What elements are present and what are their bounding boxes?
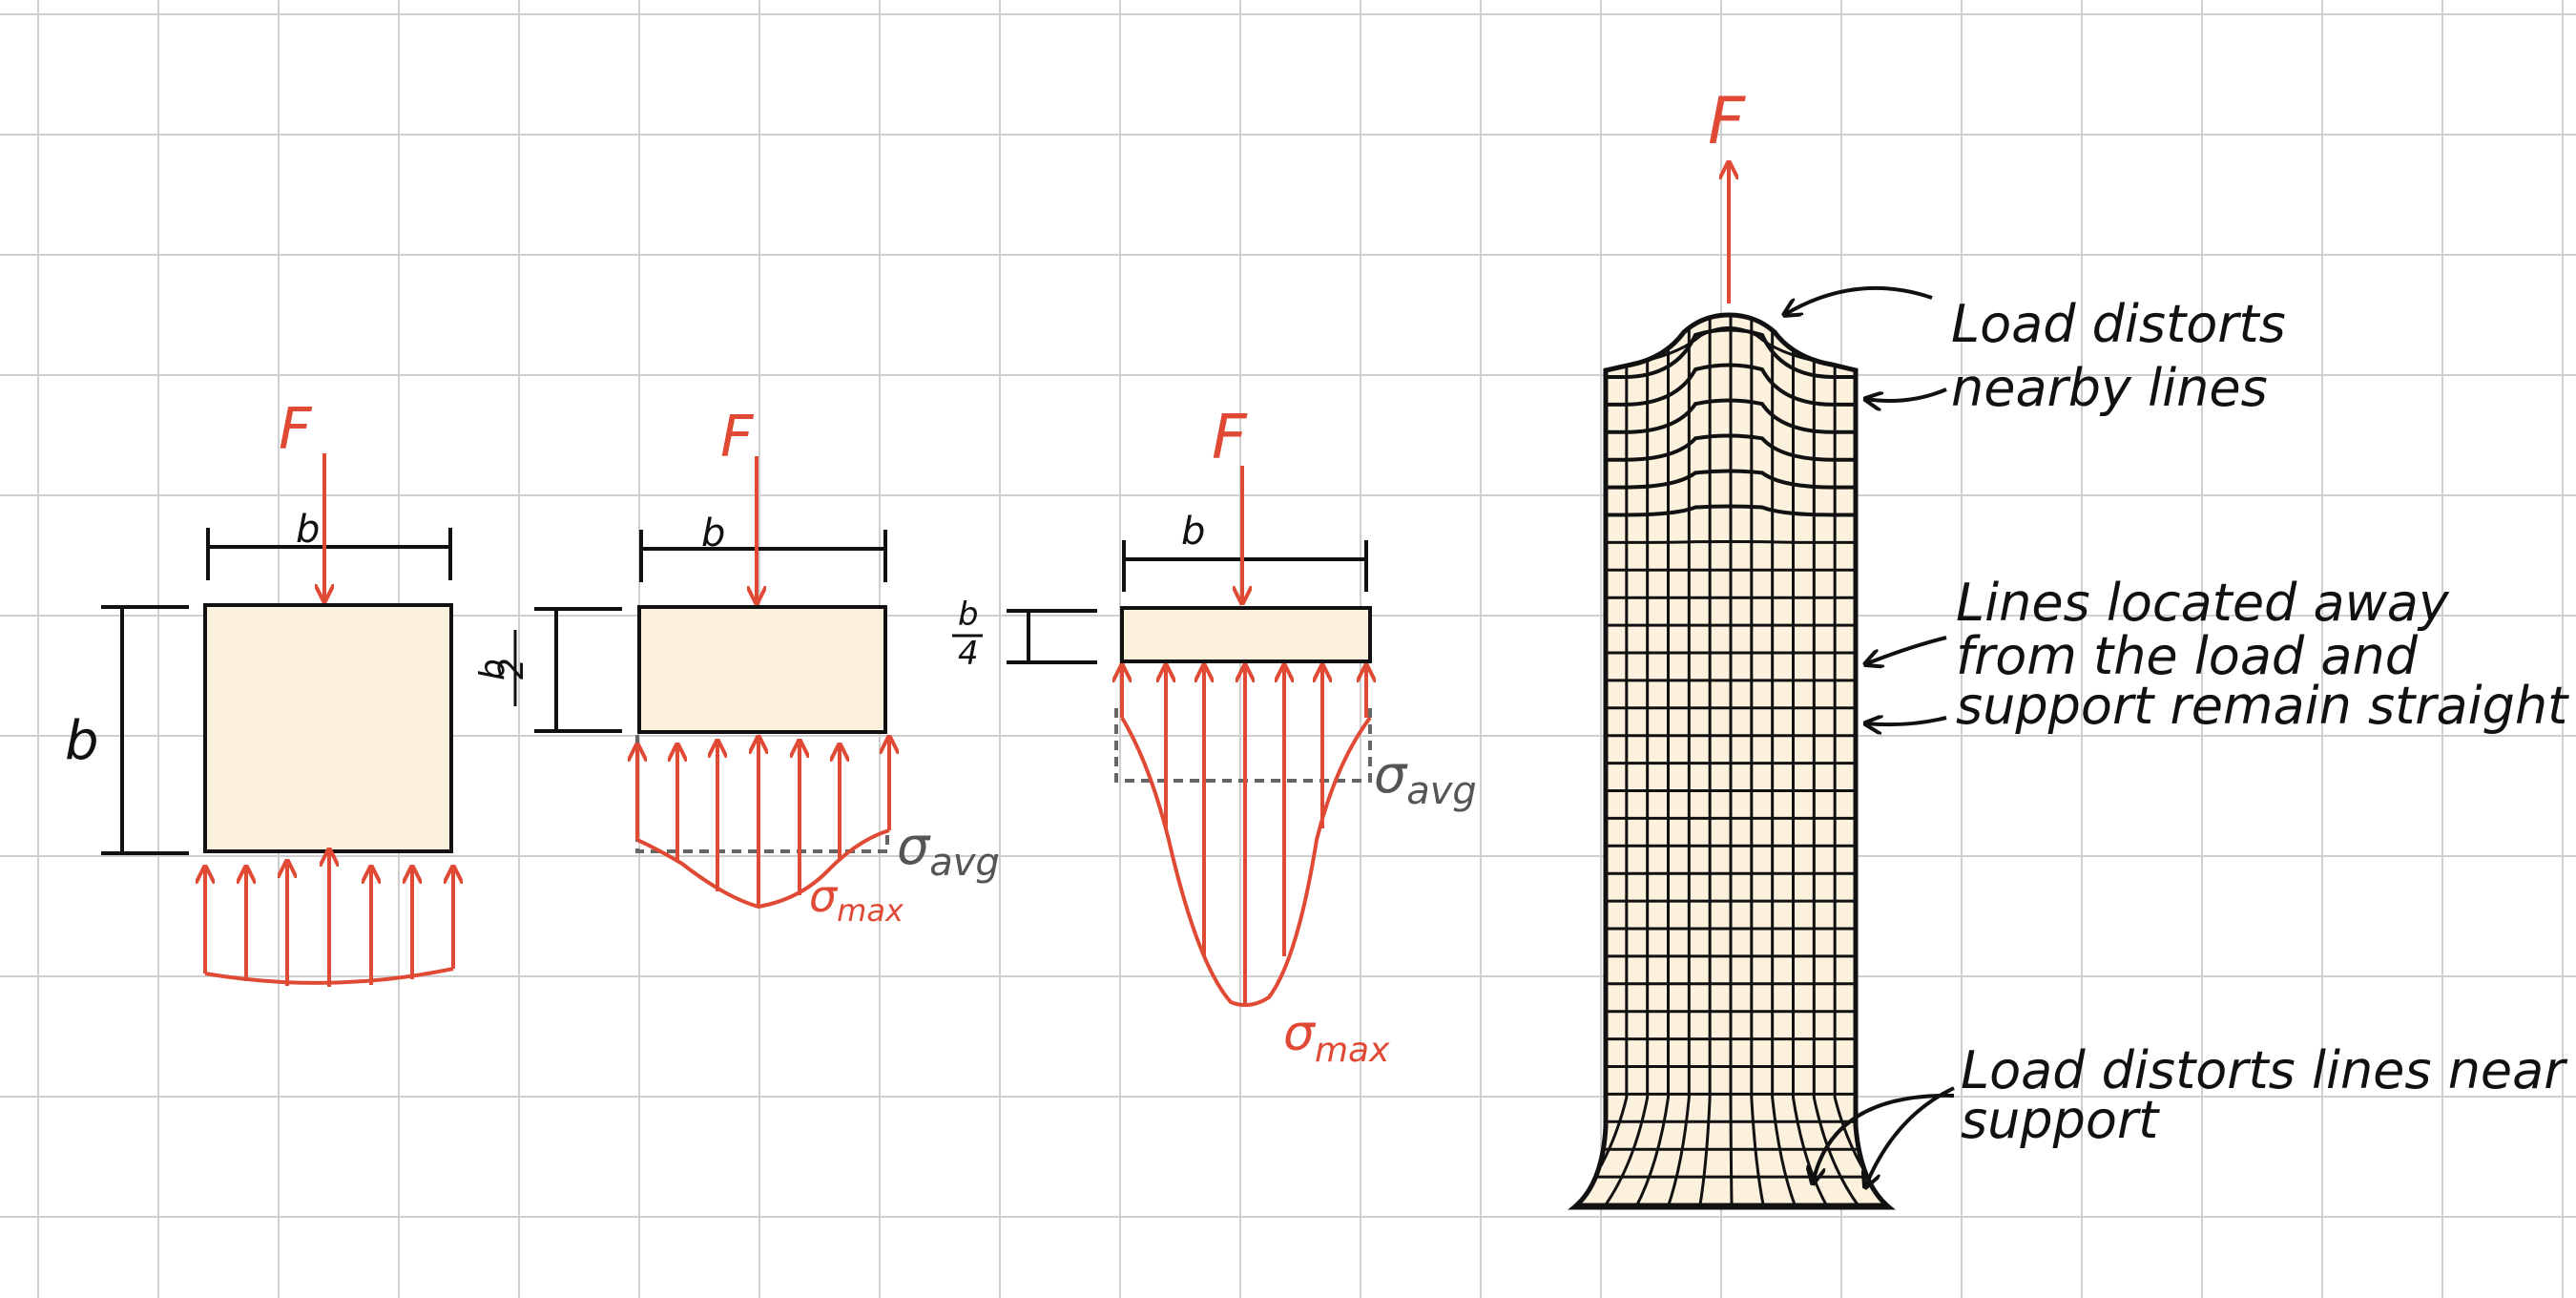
width-dimension-line (206, 528, 452, 580)
reaction-arrows (1122, 665, 1370, 1008)
mesh-horizontal-line (1574, 363, 1889, 407)
quarter-fraction: b 4 (952, 596, 983, 673)
height-dimension-line (534, 607, 622, 733)
width-label: b (296, 508, 320, 552)
mesh-vertical-line (1698, 315, 1712, 1207)
svg-text:2: 2 (492, 658, 531, 680)
width-dimension-line (639, 530, 887, 582)
mesh-horizontal-line (1574, 504, 1889, 517)
sigma-avg-label: σavg (1374, 744, 1477, 813)
width-label: b (701, 512, 725, 555)
note-mid-line3: support remain straight (1956, 676, 2569, 736)
mesh-horizontal-line (1574, 540, 1889, 544)
sigma-max-label: σmax (1283, 1005, 1390, 1070)
mesh-vertical-line (1750, 315, 1766, 1207)
force-label: F (279, 396, 313, 463)
mesh-vertical-line (1771, 315, 1797, 1207)
mesh-horizontal-line (1605, 326, 1857, 368)
width-label: b (1181, 510, 1205, 554)
mesh-horizontal-line (1574, 433, 1889, 462)
note-bottom-line1: Load distorts lines near (1961, 1040, 2567, 1100)
half-block-figure: b b 2 F σavg σmax (473, 404, 1000, 929)
svg-text:b: b (958, 596, 979, 634)
force-label: F (1212, 403, 1248, 473)
width-dimension-line (1122, 540, 1368, 592)
mesh-vertical-line (1574, 315, 1608, 1207)
mesh-horizontal-line (1574, 327, 1889, 379)
quarter-block-figure: b b 4 F σavg σmax (952, 403, 1477, 1070)
height-dimension-line (1007, 609, 1097, 664)
reaction-arrows (637, 737, 889, 910)
note-mid-line2: from the load and (1956, 626, 2419, 686)
annotation-pointers (1784, 285, 1955, 1187)
mesh-vertical-line (1792, 315, 1829, 1207)
force-label: F (720, 404, 755, 471)
column-figure: F Load distorts nearby lines Lines locat… (1568, 84, 2569, 1210)
mesh-horizontal-line (1574, 398, 1889, 434)
mesh-vertical-line (1666, 315, 1691, 1207)
half-fraction: b 2 (473, 630, 531, 706)
height-label: b (65, 710, 99, 772)
mesh-horizontal-line (1574, 469, 1889, 490)
mesh-vertical-line (1634, 315, 1670, 1207)
square-block (203, 603, 453, 853)
mesh-vertical-line (1812, 315, 1861, 1207)
note-top-line2: nearby lines (1951, 358, 2268, 418)
note-top-line1: Load distorts (1951, 294, 2286, 354)
mesh-vertical-line (1854, 315, 1889, 1207)
half-block (637, 605, 887, 734)
average-stress-line (635, 735, 889, 853)
height-dimension-line (101, 605, 189, 855)
quarter-block (1120, 606, 1372, 663)
sigma-max-label: σmax (809, 870, 904, 929)
svg-text:4: 4 (958, 635, 979, 673)
deformation-mesh (1574, 315, 1889, 1207)
note-mid-line1: Lines located away (1956, 573, 2450, 633)
svg-text:b: b (473, 659, 512, 680)
mesh-vertical-line (1729, 315, 1734, 1207)
square-block-figure: b b F (65, 396, 453, 987)
sigma-avg-label: σavg (897, 816, 1000, 885)
reaction-arrows (205, 849, 453, 987)
mesh-vertical-line (1602, 315, 1650, 1207)
note-bottom-line2: support (1961, 1090, 2160, 1150)
force-label: F (1708, 84, 1746, 159)
